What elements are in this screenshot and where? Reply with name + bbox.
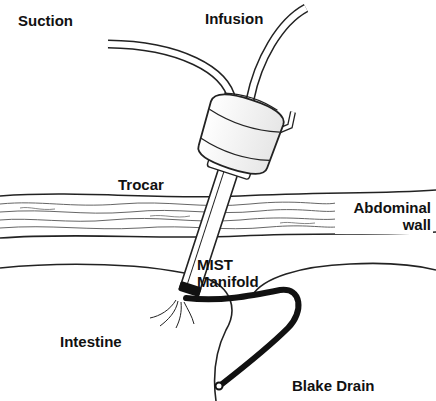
organ-label: Intestine xyxy=(60,333,122,350)
suction-tube xyxy=(108,44,232,100)
tube-label: Suction xyxy=(18,12,73,29)
manifold-strands xyxy=(150,300,194,328)
part-label: Trocar xyxy=(118,176,164,193)
part-label: Blake Drain xyxy=(292,377,375,394)
blake-drain xyxy=(186,290,298,384)
layer-label: Abdominal wall xyxy=(335,198,433,234)
tube-label: Infusion xyxy=(205,10,263,27)
part-label: MIST Manifold xyxy=(197,256,275,290)
trocar xyxy=(152,86,288,305)
suction-tube xyxy=(108,44,232,100)
